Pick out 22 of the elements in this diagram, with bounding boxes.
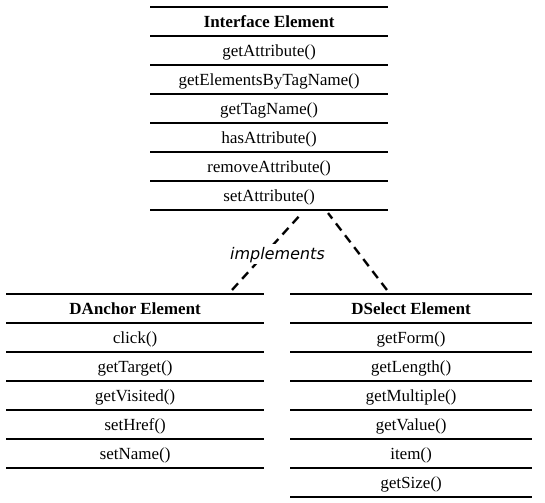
method-name: getValue() — [376, 416, 446, 433]
class-name: Interface Element — [204, 13, 334, 30]
method-name: getVisited() — [94, 387, 176, 404]
method-name: getForm() — [376, 329, 446, 346]
method-name: setHref() — [104, 416, 166, 433]
method-name: getSize() — [380, 474, 442, 491]
method-name: getTarget() — [98, 358, 172, 375]
method-name: setAttribute() — [223, 187, 315, 204]
dashed-connector — [327, 212, 388, 291]
method-name: hasAttribute() — [221, 129, 317, 146]
method-name: getElementsByTagName() — [178, 71, 360, 88]
method-name: click() — [112, 329, 158, 346]
method-name: removeAttribute() — [207, 158, 331, 175]
method-name: item() — [390, 445, 432, 462]
method-name: getMultiple() — [366, 387, 456, 404]
method-name: setName() — [100, 445, 170, 462]
edge-label: implements — [228, 244, 327, 264]
class-name: DSelect Element — [351, 300, 471, 317]
method-name: getAttribute() — [222, 42, 316, 59]
class-name: DAnchor Element — [69, 300, 201, 317]
method-name: getLength() — [370, 358, 452, 375]
method-name: getTagName() — [220, 100, 318, 117]
